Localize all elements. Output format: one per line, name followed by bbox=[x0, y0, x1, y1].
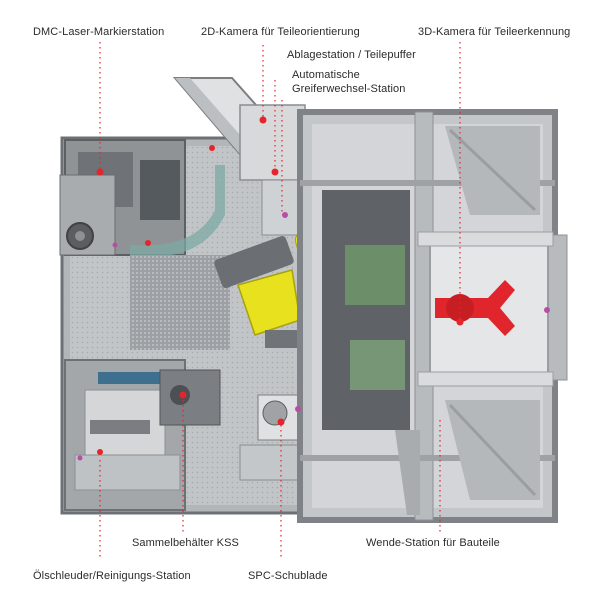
label-spc-schublade: SPC-Schublade bbox=[248, 570, 328, 582]
label-2d-kamera: 2D-Kamera für Teileorientierung bbox=[201, 26, 360, 38]
cable-guide bbox=[130, 165, 225, 257]
leader-lines bbox=[99, 42, 461, 560]
purple-markers bbox=[77, 212, 550, 461]
camera-gantry bbox=[417, 231, 554, 387]
label-greiferwechsel-line1: Automatische bbox=[292, 69, 360, 81]
marker-dots bbox=[96, 116, 464, 455]
label-oelschleuder: Ölschleuder/Reinigungs-Station bbox=[33, 570, 191, 582]
label-3d-kamera: 3D-Kamera für Teileerkennung bbox=[418, 26, 571, 38]
label-greiferwechsel-line2: Greiferwechsel-Station bbox=[292, 83, 406, 95]
label-wende-station: Wende-Station für Bauteile bbox=[366, 537, 500, 549]
dmc-laser-station bbox=[59, 139, 186, 256]
label-sammelbehaelter: Sammelbehälter KSS bbox=[132, 537, 239, 549]
label-ablagestation: Ablagestation / Teilepuffer bbox=[287, 49, 416, 61]
label-dmc-laser: DMC-Laser-Markierstation bbox=[33, 26, 165, 38]
floor-grate bbox=[130, 255, 230, 350]
coolant-collector bbox=[159, 369, 221, 426]
